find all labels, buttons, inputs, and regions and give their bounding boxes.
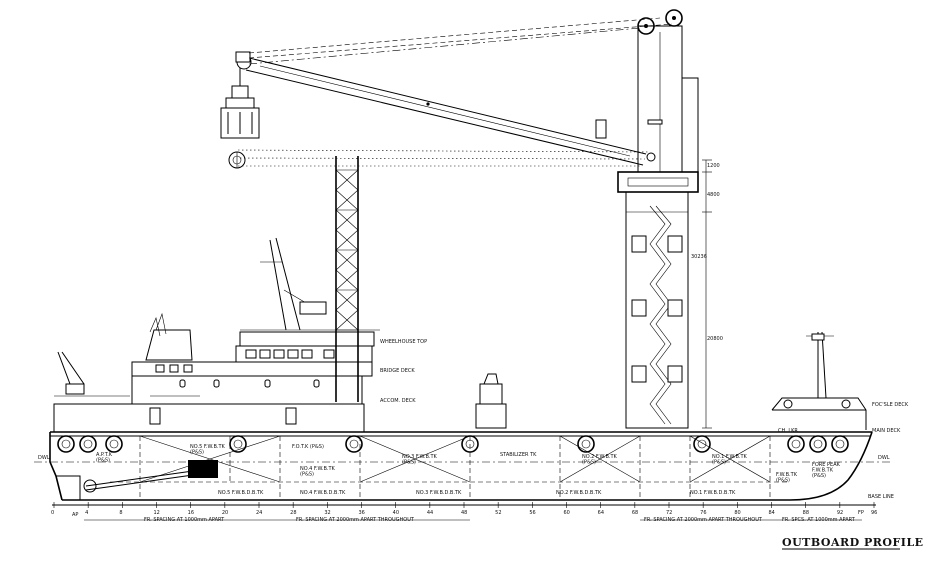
frame-number: 48 xyxy=(461,510,467,516)
tank-no5: NO.5 F.W.B.TK(P&S) xyxy=(190,444,226,456)
crane-hook-stowed xyxy=(228,151,246,169)
midship-crane xyxy=(475,373,507,429)
frame-number: 24 xyxy=(256,510,262,516)
spacing-note-1: FR. SPACING AT 1000mm APART xyxy=(144,517,225,523)
frame-number: 44 xyxy=(427,510,433,516)
tank-stabilizer: STABILIZER TK xyxy=(500,452,537,458)
frame-number: 84 xyxy=(769,510,775,516)
frame-number: 8 xyxy=(119,510,122,516)
frame-number: 68 xyxy=(632,510,638,516)
frame-number: 72 xyxy=(666,510,672,516)
frame-number: 4 xyxy=(85,510,88,516)
frame-number: 28 xyxy=(290,510,296,516)
tank-ch-lkr: CH. LKR xyxy=(778,428,798,434)
tank-no4: NO.4 F.W.B.TK(P&S) xyxy=(300,466,336,478)
tower-dim-4: 20800 xyxy=(707,336,723,342)
frame-number: 20 xyxy=(222,510,228,516)
frame-spacing-notes: FR. SPACING AT 1000mm APART FR. SPACING … xyxy=(84,517,862,523)
spacing-note-4: FR. SPCS. AT 1000mm APART xyxy=(782,517,856,523)
tank-no2-db: NO.2 F.W.B.D.B.TK xyxy=(556,490,602,496)
lattice-mast xyxy=(335,156,359,402)
aft-perpendicular: AP xyxy=(72,512,78,518)
tower-dim-2: 4800 xyxy=(707,192,720,198)
frame-number: 12 xyxy=(154,510,160,516)
tower-dim-1: 1200 xyxy=(707,163,720,169)
crane-boom xyxy=(235,17,673,167)
frame-number: 40 xyxy=(393,510,399,516)
drawing-title: OUTBOARD PROFILE xyxy=(782,536,924,549)
superstructure xyxy=(53,312,380,433)
tank-no5-db: NO.5 F.W.B.D.B.TK xyxy=(218,490,264,496)
frame-number: 96 xyxy=(871,510,877,516)
forecastle xyxy=(771,331,867,430)
frame-number: 52 xyxy=(495,510,501,516)
label-main-deck: MAIN DECK xyxy=(872,428,901,434)
tower-dim-3: 30236 xyxy=(691,254,707,260)
label-dwl-aft: DWL xyxy=(38,455,50,461)
tank-no1: NO.1 F.W.B.TK(P&S) xyxy=(712,454,748,466)
frame-number: 32 xyxy=(324,510,330,516)
frame-number: 16 xyxy=(188,510,194,516)
label-fcsle-deck: FOC'SLE DECK xyxy=(872,402,909,408)
tank-no1-db: NO.1 F.W.B.D.B.TK xyxy=(690,490,736,496)
hull xyxy=(34,431,890,501)
frame-number: 80 xyxy=(734,510,740,516)
fenders xyxy=(57,435,849,453)
crane-tower: 1200 4800 30236 20800 xyxy=(617,9,723,429)
tank-no3: NO.3 F.W.B.TK(P&S) xyxy=(402,454,438,466)
frame-number: 56 xyxy=(529,510,535,516)
deck-labels: WHEELHOUSE TOP BRIDGE DECK ACCOM. DECK F… xyxy=(38,339,909,500)
label-wheelhouse-top: WHEELHOUSE TOP xyxy=(380,339,427,345)
spacing-note-2: FR. SPACING AT 2000mm APART THROUGHOUT xyxy=(296,517,415,523)
frame-number: 60 xyxy=(564,510,570,516)
label-bridge-deck: BRIDGE DECK xyxy=(380,368,415,374)
crane-grab-bucket xyxy=(220,68,260,139)
tank-fwb-fwd: F.W.B.TK(P&S) xyxy=(776,472,798,484)
tank-no2: NO.2 F.W.B.TK(P&S) xyxy=(582,454,618,466)
frame-number: 76 xyxy=(700,510,706,516)
frame-number: 64 xyxy=(598,510,604,516)
frame-number: 88 xyxy=(803,510,809,516)
label-accom-deck: ACCOM. DECK xyxy=(380,398,416,404)
tank-no4-db: NO.4 F.W.B.D.B.TK xyxy=(300,490,346,496)
aft-mast xyxy=(260,237,327,331)
frame-number: 36 xyxy=(359,510,365,516)
label-base-line: BASE LINE xyxy=(868,494,894,500)
tank-apt: A.P.T.K(P&S) xyxy=(96,452,113,464)
tank-labels: NO.5 F.W.B.TK(P&S) NO.4 F.W.B.TK(P&S) NO… xyxy=(96,428,841,496)
label-dwl-fwd: DWL xyxy=(878,455,890,461)
spacing-note-3: FR. SPACING AT 2000mm APART THROUGHOUT xyxy=(644,517,763,523)
fwd-perpendicular: FP xyxy=(858,510,864,516)
frame-number: 92 xyxy=(837,510,843,516)
tank-no3-db: NO.3 F.W.B.D.B.TK xyxy=(416,490,462,496)
frame-number: 0 xyxy=(51,510,54,516)
tank-fot: F.O.T.K (P&S) xyxy=(292,444,324,450)
